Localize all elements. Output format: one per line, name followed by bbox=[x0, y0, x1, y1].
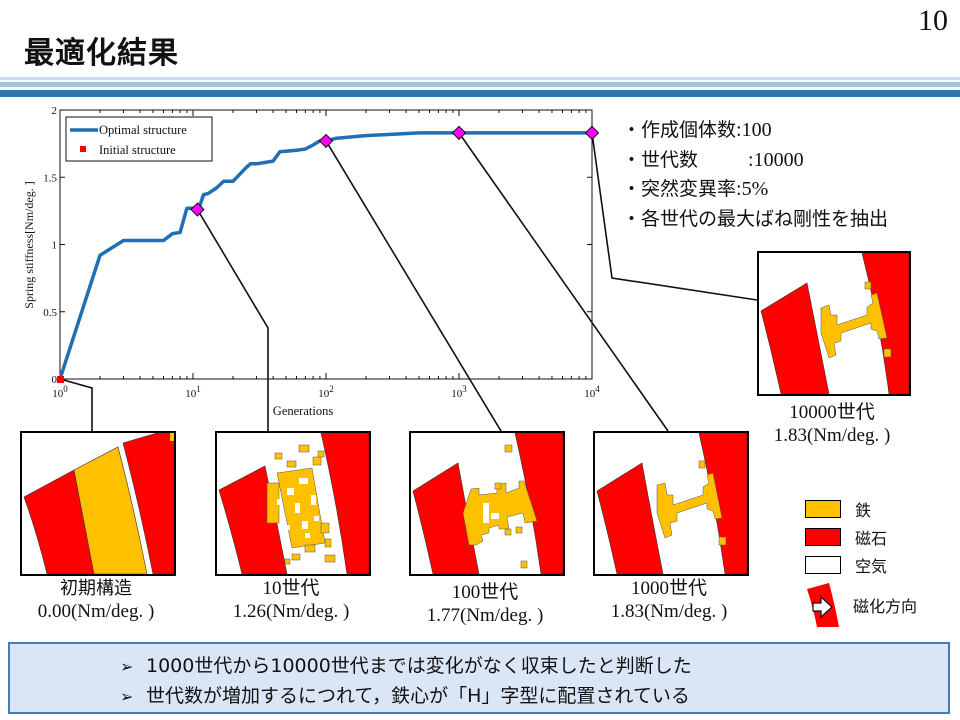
svg-text:0: 0 bbox=[52, 374, 58, 386]
panel-initial-structure bbox=[20, 431, 176, 576]
panel-gen1000 bbox=[593, 431, 749, 576]
highlight-markers bbox=[190, 125, 600, 217]
diamond-marker-gen10 bbox=[190, 202, 205, 217]
air-swatch bbox=[805, 556, 841, 574]
magnetization-arrow-icon bbox=[807, 583, 839, 627]
svg-text:101: 101 bbox=[185, 384, 201, 400]
header-divider-mid bbox=[0, 82, 960, 87]
iron-swatch bbox=[805, 500, 841, 518]
legend-iron: 鉄 bbox=[805, 495, 917, 523]
bullet-arrow-icon: ➢ bbox=[120, 687, 134, 706]
initial-structure-marker bbox=[57, 376, 64, 383]
summary-box: ➢1000世代から10000世代までは変化がなく収束したと判断した ➢世代数が増… bbox=[8, 642, 950, 714]
page-title: 最適化結果 bbox=[24, 36, 179, 71]
magnet-swatch bbox=[805, 528, 841, 546]
svg-text:102: 102 bbox=[318, 384, 334, 400]
legend-optimal-label: Optimal structure bbox=[99, 123, 187, 137]
diamond-marker-gen1000 bbox=[451, 125, 467, 141]
optimization-conditions: ・作成個体数:100 ・世代数:10000 ・突然変異率:5% ・各世代の最大ば… bbox=[622, 116, 888, 234]
diamond-marker-gen10000 bbox=[584, 125, 600, 141]
panel-gen10 bbox=[215, 431, 371, 576]
leader-lines bbox=[59, 132, 758, 447]
caption-initial: 初期構造 0.00(Nm/deg. ) bbox=[37, 578, 155, 622]
bullet-arrow-icon: ➢ bbox=[120, 657, 134, 676]
legend-air: 空気 bbox=[805, 551, 917, 579]
y-axis-label: Spring stiffness[Nm/deg. ] bbox=[22, 181, 36, 308]
condition-population: ・作成個体数:100 bbox=[622, 119, 772, 141]
legend-magnetization-direction: 磁化方向 bbox=[805, 583, 917, 627]
svg-text:1.5: 1.5 bbox=[43, 172, 57, 184]
legend-initial-label: Initial structure bbox=[99, 143, 176, 157]
panel-gen100 bbox=[409, 431, 565, 576]
diamond-marker-gen100 bbox=[318, 133, 334, 149]
summary-line-1: ➢1000世代から10000世代までは変化がなく収束したと判断した bbox=[120, 655, 692, 677]
x-axis-label: Generations bbox=[273, 404, 334, 418]
caption-gen1000: 1000世代 1.83(Nm/deg. ) bbox=[610, 578, 728, 622]
optimal-structure-line bbox=[58, 131, 592, 380]
svg-text:2: 2 bbox=[52, 105, 58, 117]
header-divider-light bbox=[0, 77, 960, 80]
condition-generations: ・世代数:10000 bbox=[622, 148, 804, 171]
svg-text:103: 103 bbox=[451, 384, 467, 400]
chart-legend: Optimal structure Initial structure bbox=[65, 116, 213, 162]
caption-gen10000: 10000世代 1.83(Nm/deg. ) bbox=[773, 402, 891, 446]
svg-text:100: 100 bbox=[52, 384, 68, 400]
svg-text:104: 104 bbox=[584, 384, 600, 400]
material-legend: 鉄 磁石 空気 磁化方向 bbox=[805, 495, 917, 627]
condition-extraction: ・各世代の最大ばね剛性を抽出 bbox=[622, 207, 889, 230]
caption-gen10: 10世代 1.26(Nm/deg. ) bbox=[232, 578, 350, 622]
panel-gen10000 bbox=[757, 251, 911, 396]
legend-magnet: 磁石 bbox=[805, 523, 917, 551]
svg-text:1: 1 bbox=[52, 240, 58, 252]
header-divider-dark bbox=[0, 90, 960, 97]
caption-gen100: 100世代 1.77(Nm/deg. ) bbox=[426, 582, 544, 626]
page-number: 10 bbox=[918, 4, 948, 37]
svg-text:0.5: 0.5 bbox=[43, 307, 57, 319]
summary-line-2: ➢世代数が増加するにつれて，鉄心が「H」字型に配置されている bbox=[120, 685, 690, 707]
condition-mutation-rate: ・突然変異率:5% bbox=[622, 178, 769, 200]
